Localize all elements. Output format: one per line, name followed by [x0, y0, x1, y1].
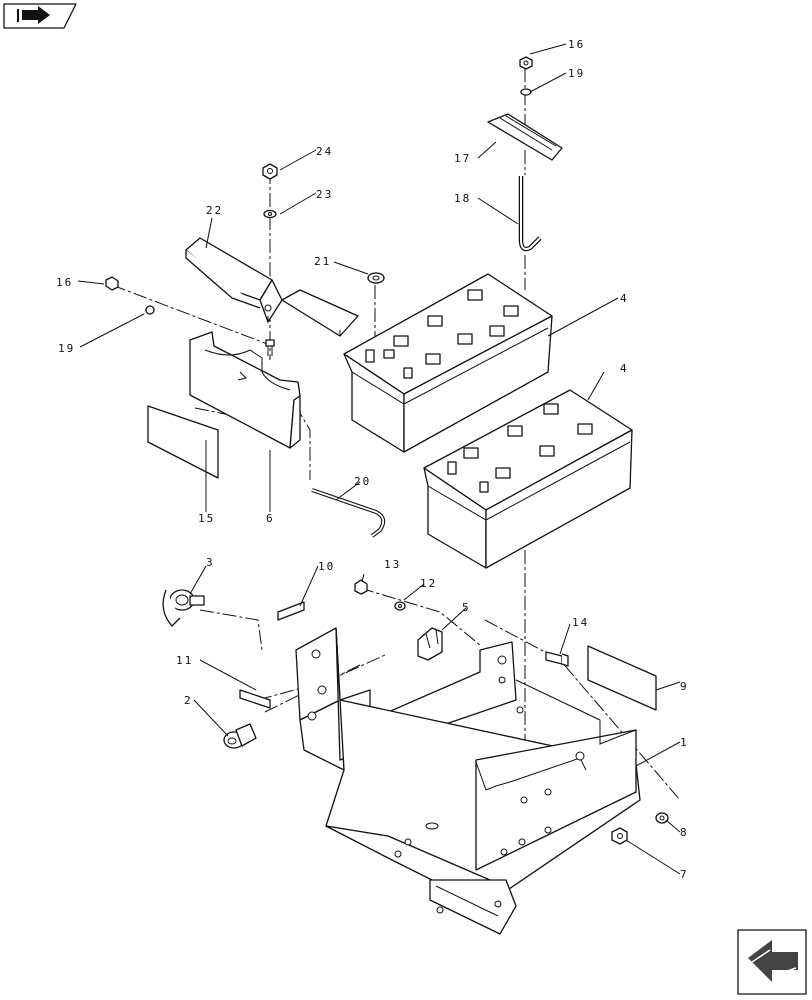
rod-part-20 — [311, 488, 386, 538]
callout-5: 5 — [462, 601, 471, 614]
callout-15: 15 — [198, 512, 215, 525]
nut-part-16-top — [519, 56, 533, 70]
callout-14: 14 — [572, 616, 589, 629]
callout-20: 20 — [354, 475, 371, 488]
bracket-part-22 — [185, 237, 359, 337]
leader-lines — [77, 43, 681, 875]
washer-part-23 — [263, 209, 277, 219]
next-page-arrow-icon[interactable] — [737, 929, 807, 995]
decal-part-9 — [587, 645, 657, 711]
callout-8: 8 — [680, 826, 689, 839]
nut-part-13 — [354, 579, 368, 595]
callout-1: 1 — [680, 736, 689, 749]
callout-9: 9 — [680, 680, 689, 693]
washer-part-12 — [394, 601, 406, 611]
callout-17: 17 — [454, 152, 471, 165]
clamp-bar-part-17 — [487, 113, 563, 161]
label-part-11 — [239, 689, 271, 709]
label-part-10 — [277, 601, 305, 621]
callout-24: 24 — [316, 145, 333, 158]
callout-7: 7 — [680, 868, 689, 881]
callout-18: 18 — [454, 192, 471, 205]
callout-4-lower: 4 — [620, 362, 629, 375]
washer-part-21 — [367, 272, 385, 284]
book-arrow-icon[interactable] — [3, 3, 77, 29]
washer-part-8 — [655, 812, 669, 824]
nut-part-7 — [611, 827, 628, 845]
nut-part-16-left — [105, 276, 119, 291]
callout-12: 12 — [420, 577, 437, 590]
bolt-on-plate — [265, 339, 275, 356]
callout-19-top: 19 — [568, 67, 585, 80]
callout-10: 10 — [318, 560, 335, 573]
battery-part-4-upper — [343, 273, 553, 453]
callout-2: 2 — [184, 694, 193, 707]
callout-23: 23 — [316, 188, 333, 201]
callout-16-top: 16 — [568, 38, 585, 51]
callout-13: 13 — [384, 558, 401, 571]
washer-part-19-left — [145, 305, 155, 315]
bolt-part-14 — [545, 651, 569, 667]
plate-part-6 — [189, 331, 301, 449]
callout-22: 22 — [206, 204, 223, 217]
callouts: 16 19 17 18 24 23 22 21 16 19 4 4 15 6 2… — [56, 38, 689, 881]
callout-3: 3 — [206, 556, 215, 569]
battery-part-4-lower — [423, 389, 633, 569]
nut-part-24 — [262, 163, 278, 180]
callout-6: 6 — [266, 512, 275, 525]
j-bolt-part-18 — [518, 176, 542, 252]
callout-21: 21 — [314, 255, 331, 268]
callout-4-upper: 4 — [620, 292, 629, 305]
callout-16-left: 16 — [56, 276, 73, 289]
battery-tray-part-1 — [295, 627, 641, 935]
connector-part-2 — [223, 723, 257, 749]
clip-part-5 — [417, 627, 443, 661]
callout-11: 11 — [176, 654, 193, 667]
callout-19-left: 19 — [58, 342, 75, 355]
washer-part-19-top — [520, 88, 532, 96]
battery-terminals-upper — [365, 289, 519, 379]
battery-terminals-lower — [447, 403, 593, 493]
switch-part-3 — [162, 589, 205, 627]
decal-part-15 — [147, 405, 219, 479]
